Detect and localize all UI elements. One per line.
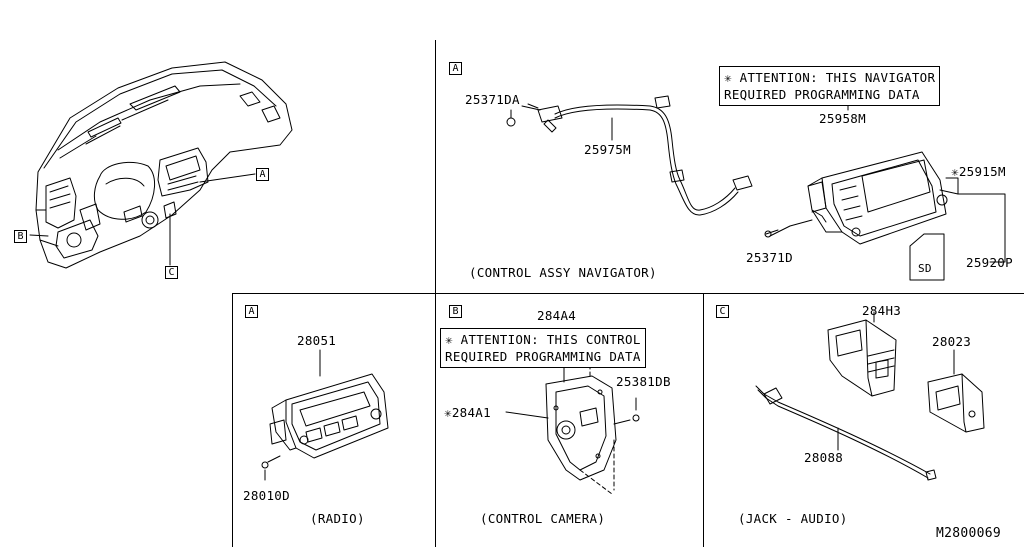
part-label-284a4: 284A4 bbox=[537, 308, 577, 323]
navigator-note-line2: REQUIRED PROGRAMMING DATA bbox=[724, 87, 920, 102]
divider-vertical-mid bbox=[435, 293, 436, 547]
section-marker-b-camera: B bbox=[449, 305, 462, 318]
part-label-25915m: ✳25915M bbox=[951, 164, 1006, 179]
part-label-25920p: 25920P bbox=[966, 255, 1013, 270]
part-label-25958m: 25958M bbox=[819, 111, 866, 126]
part-label-25975m: 25975M bbox=[584, 142, 631, 157]
navigator-note-line1: ✳ ATTENTION: THIS NAVIGATOR bbox=[724, 70, 936, 85]
section-marker-a-radio: A bbox=[245, 305, 258, 318]
divider-horizontal bbox=[232, 293, 1024, 294]
part-label-25371d: 25371D bbox=[746, 250, 793, 265]
divider-vertical-left bbox=[232, 293, 233, 547]
camera-bracket bbox=[505, 359, 640, 495]
caption-jack: (JACK - AUDIO) bbox=[738, 511, 848, 526]
jack-housing-284h3 bbox=[827, 311, 897, 397]
navigator-unit bbox=[764, 99, 1006, 263]
section-marker-a-navigator: A bbox=[449, 62, 462, 75]
dashboard-illustration bbox=[29, 61, 293, 269]
caption-radio: (RADIO) bbox=[310, 511, 365, 526]
jack-housing-28023 bbox=[927, 349, 985, 433]
radio-unit bbox=[261, 349, 389, 481]
navigator-attention-note: ✳ ATTENTION: THIS NAVIGATOR REQUIRED PRO… bbox=[719, 66, 941, 106]
part-label-284h3: 284H3 bbox=[862, 303, 902, 318]
diagram-code: M2800069 bbox=[936, 526, 1002, 541]
camera-note-line1: ✳ ATTENTION: THIS CONTROL bbox=[445, 332, 641, 347]
section-marker-c-jack: C bbox=[716, 305, 729, 318]
camera-note-line2: REQUIRED PROGRAMMING DATA bbox=[445, 349, 641, 364]
part-label-284a1: ✳284A1 bbox=[444, 405, 491, 420]
caption-camera: (CONTROL CAMERA) bbox=[480, 511, 606, 526]
part-label-25381db: 25381DB bbox=[616, 374, 671, 389]
camera-attention-note: ✳ ATTENTION: THIS CONTROL REQUIRED PROGR… bbox=[440, 328, 646, 368]
part-label-28088: 28088 bbox=[804, 450, 844, 465]
divider-vertical-top bbox=[435, 40, 436, 294]
caption-navigator: (CONTROL ASSY NAVIGATOR) bbox=[469, 265, 657, 280]
part-label-28023: 28023 bbox=[932, 334, 972, 349]
part-label-28051: 28051 bbox=[297, 333, 337, 348]
part-label-25371da: 25371DA bbox=[465, 92, 520, 107]
callout-box-a: A bbox=[256, 168, 269, 181]
divider-vertical-right bbox=[703, 293, 704, 547]
callout-box-b: B bbox=[14, 230, 27, 243]
callout-box-c: C bbox=[165, 266, 178, 279]
sd-card bbox=[909, 233, 945, 281]
audio-cable bbox=[755, 385, 937, 481]
part-label-28010d: 28010D bbox=[243, 488, 290, 503]
navigator-harness bbox=[506, 95, 753, 216]
sd-card-label: SD bbox=[918, 262, 932, 275]
